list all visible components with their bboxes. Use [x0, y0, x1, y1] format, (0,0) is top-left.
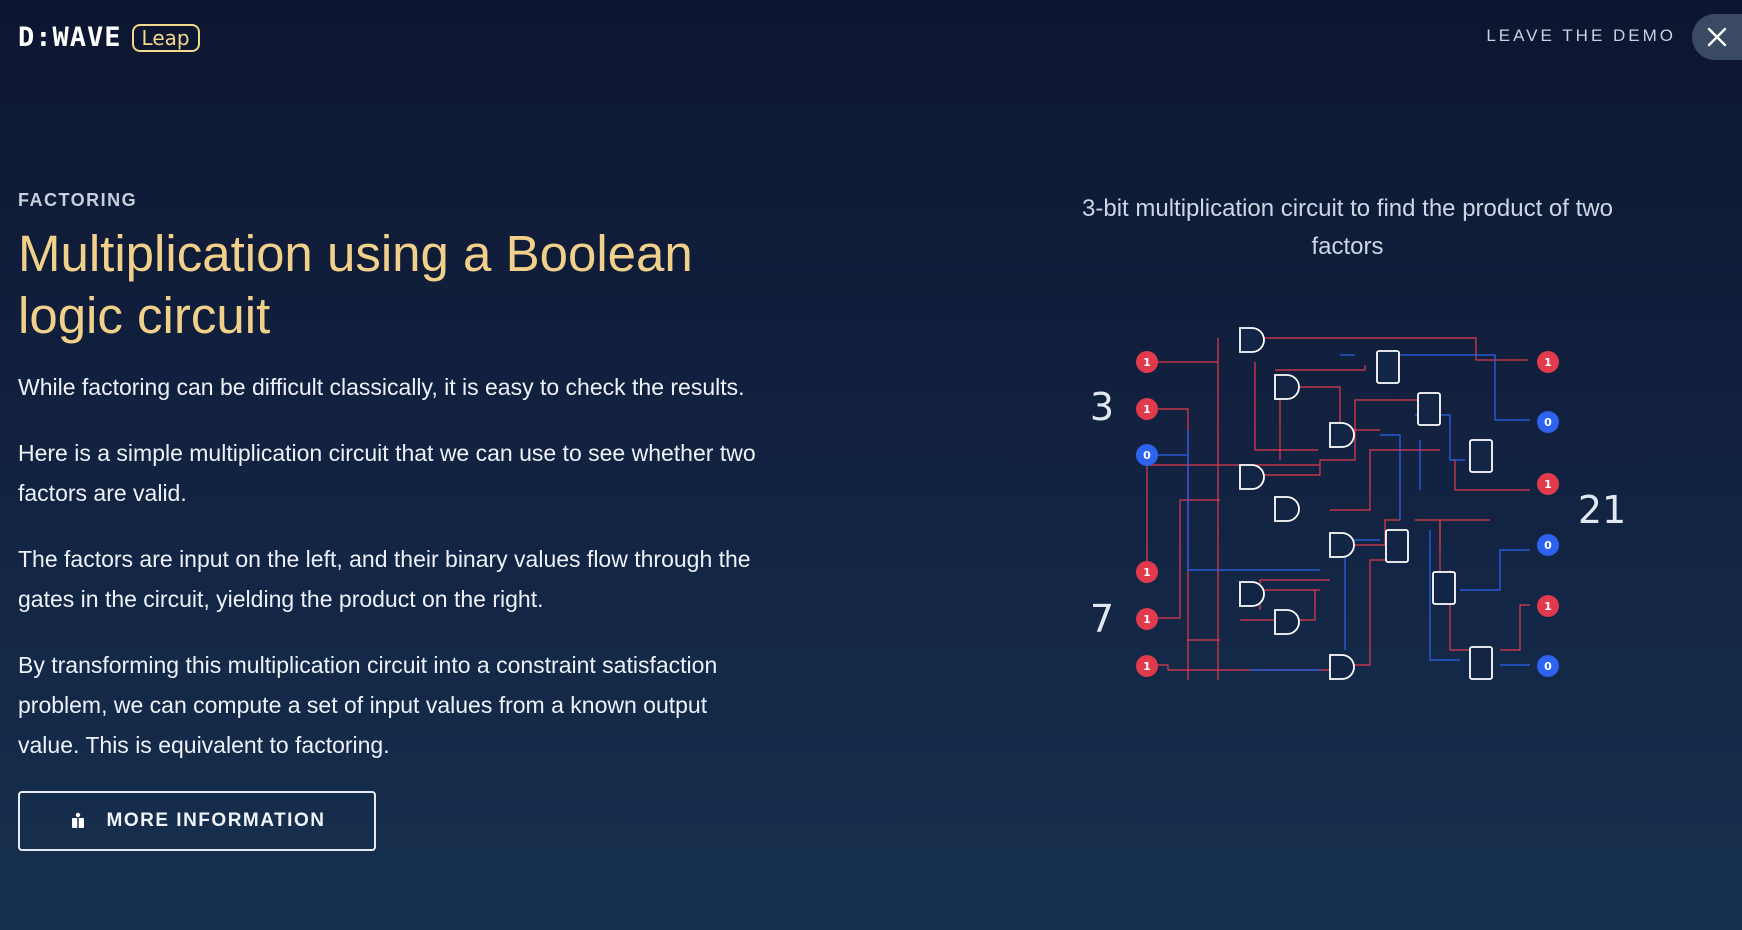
input-bit-node — [1136, 398, 1158, 420]
factor-a: 3 — [1090, 385, 1114, 429]
output-bit-label: 1 — [1544, 478, 1552, 491]
adder-blocks — [1376, 350, 1493, 680]
output-bit-label: 1 — [1544, 356, 1552, 369]
input-bit-node — [1136, 444, 1158, 466]
output-bit-label: 1 — [1544, 600, 1552, 613]
and-gate — [1274, 609, 1300, 635]
output-bit-label: 0 — [1544, 660, 1552, 673]
and-gate — [1274, 374, 1300, 400]
paragraph-2: Here is a simple multiplication circuit … — [18, 440, 756, 506]
output-bit-label: 0 — [1544, 539, 1552, 552]
leave-demo-link[interactable]: LEAVE THE DEMO — [1486, 26, 1676, 45]
paragraph-3: The factors are input on the left, and t… — [18, 546, 751, 612]
adder-block — [1469, 646, 1493, 680]
section-eyebrow: FACTORING — [18, 190, 138, 210]
circuit-wires — [1146, 337, 1530, 680]
output-bit-node — [1537, 411, 1559, 433]
logo: D:WAVE Leap — [18, 22, 200, 53]
input-bits-b: 1 1 1 — [1136, 561, 1158, 677]
product: 21 — [1578, 488, 1626, 532]
book-icon — [71, 812, 84, 828]
adder-block — [1469, 439, 1493, 473]
adder-block — [1417, 392, 1441, 426]
and-gate — [1239, 581, 1265, 607]
content-panel: FACTORING Multiplication using a Boolean… — [18, 190, 758, 851]
close-button[interactable] — [1692, 14, 1742, 60]
adder-block — [1385, 529, 1409, 563]
input-bit-node — [1136, 655, 1158, 677]
input-bit-label: 1 — [1143, 356, 1151, 369]
output-bit-node — [1537, 595, 1559, 617]
and-gate — [1239, 327, 1265, 353]
input-bit-label: 1 — [1143, 660, 1151, 673]
input-bit-label: 0 — [1143, 449, 1151, 462]
input-bit-label: 1 — [1143, 403, 1151, 416]
and-gate — [1329, 532, 1355, 558]
adder-block — [1376, 350, 1400, 384]
more-information-label: MORE INFORMATION — [106, 810, 326, 831]
circuit-caption: 3-bit multiplication circuit to find the… — [1082, 195, 1613, 260]
factor-b: 7 — [1090, 597, 1114, 641]
output-bit-label: 0 — [1544, 416, 1552, 429]
close-icon — [1707, 27, 1727, 47]
input-bits-a: 1 1 0 — [1136, 351, 1158, 466]
output-bit-node — [1537, 473, 1559, 495]
logo-badge: Leap — [131, 23, 200, 52]
paragraph-4: By transforming this multiplication circ… — [18, 652, 718, 758]
input-bit-label: 1 — [1143, 566, 1151, 579]
and-gates — [1239, 327, 1355, 680]
adder-block — [1432, 571, 1456, 605]
output-bit-node — [1537, 534, 1559, 556]
input-bit-label: 1 — [1143, 613, 1151, 626]
paragraph-1: While factoring can be difficult classic… — [18, 374, 745, 400]
and-gate — [1329, 422, 1355, 448]
output-bits: 1 0 1 0 1 0 — [1537, 351, 1559, 677]
and-gate — [1274, 496, 1300, 522]
output-bit-node — [1537, 655, 1559, 677]
input-bit-node — [1136, 608, 1158, 630]
page-title: Multiplication using a Boolean logic cir… — [18, 225, 693, 344]
logo-wordmark: D:WAVE — [18, 22, 122, 53]
and-gate — [1239, 464, 1265, 490]
multiplication-circuit: 3 7 21 1 1 0 1 1 1 1 0 1 0 1 0 — [1090, 327, 1626, 680]
more-information-button[interactable]: MORE INFORMATION — [18, 791, 376, 851]
output-bit-node — [1537, 351, 1559, 373]
input-bit-node — [1136, 561, 1158, 583]
and-gate — [1329, 654, 1355, 680]
input-bit-node — [1136, 351, 1158, 373]
